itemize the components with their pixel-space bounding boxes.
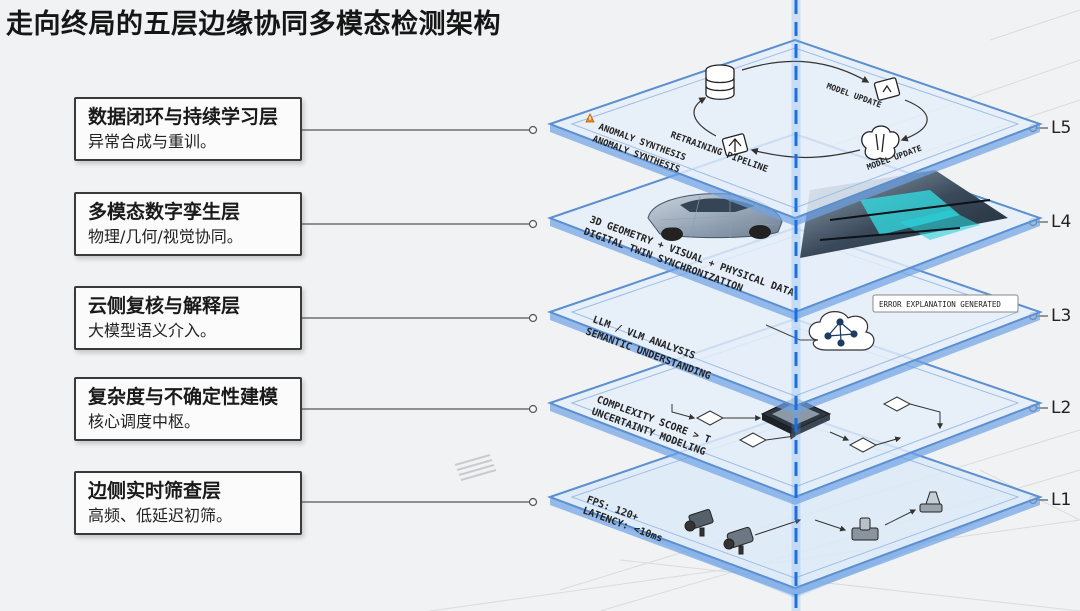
camera-icon <box>723 526 754 555</box>
layer-desc: 异常合成与重训。 <box>88 132 217 151</box>
callout-l5: 数据闭环与持续学习层 异常合成与重训。 <box>74 97 302 161</box>
pipeline-icon <box>721 133 749 157</box>
level-label-l1: L1 <box>1051 490 1072 510</box>
level-label-l2: L2 <box>1051 398 1072 418</box>
layer-desc: 大模型语义介入。 <box>88 321 217 340</box>
layer-name: 云侧复核与解释层 <box>88 295 241 317</box>
cloud-network-icon <box>808 311 875 351</box>
level-label-l4: L4 <box>1051 212 1072 232</box>
l3-connector <box>765 324 815 341</box>
level-label-l3: L3 <box>1051 306 1072 326</box>
warning-icon <box>585 113 595 123</box>
layer-name: 数据闭环与持续学习层 <box>88 106 279 128</box>
l5-cycle-arrows <box>693 60 928 159</box>
layer-name: 边侧实时筛查层 <box>88 480 222 502</box>
model-update-icon <box>873 77 901 101</box>
callout-l4: 多模态数字孪生层 物理/几何/视觉协同。 <box>74 192 302 256</box>
plate-l5: MODEL UPDATE MODEL UPDATE RETRAINING PIP… <box>547 38 1043 226</box>
barcode-decoration <box>454 454 497 481</box>
l1-flow-arrows <box>754 509 917 536</box>
camera-icon <box>684 508 714 537</box>
sensor-icon <box>851 517 879 541</box>
page-title: 走向终局的五层边缘协同多模态检测架构 <box>6 9 501 40</box>
layer-name: 多模态数字孪生层 <box>88 201 241 223</box>
callout-l3: 云侧复核与解释层 大模型语义介入。 <box>74 286 302 350</box>
robot-arm-icon <box>919 491 943 513</box>
layer-name: 复杂度与不确定性建模 <box>88 386 279 408</box>
brain-icon <box>861 125 900 161</box>
error-explanation-text: ERROR EXPLANATION GENERATED <box>879 300 1001 309</box>
error-tag: ERROR EXPLANATION GENERATED <box>872 294 1019 313</box>
level-label-l5: L5 <box>1051 118 1072 138</box>
callout-l1: 边侧实时筛查层 高频、低延迟初筛。 <box>74 471 302 535</box>
flowchart <box>671 396 943 453</box>
database-icon <box>705 64 735 100</box>
layer-desc: 物理/几何/视觉协同。 <box>88 227 243 246</box>
callout-l2: 复杂度与不确定性建模 核心调度中枢。 <box>74 377 302 441</box>
layer-desc: 高频、低延迟初筛。 <box>88 506 233 525</box>
layer-desc: 核心调度中枢。 <box>88 412 201 431</box>
